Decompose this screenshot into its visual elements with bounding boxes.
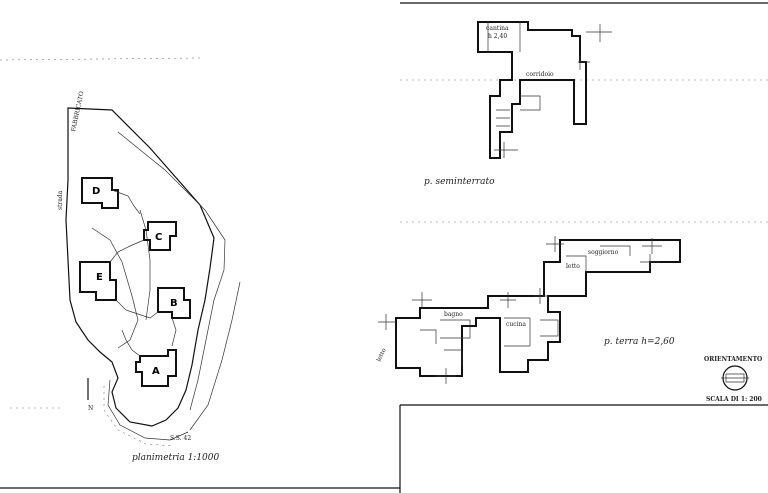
site-plan-caption: planimetria 1:1000 <box>132 453 220 463</box>
ground-plan-caption: p. terra h=2,60 <box>604 337 675 347</box>
building-b-label: B <box>170 298 178 309</box>
ground-room-bagno: bagno <box>444 311 463 318</box>
building-a: A <box>135 349 177 387</box>
legend: ORIENTAMENTO SCALA DI 1: 200 <box>704 356 762 403</box>
building-c: C <box>143 221 177 251</box>
building-b: B <box>157 287 191 319</box>
basement-plan: cantina h 2,40 corridoio p. seminterrato <box>424 21 612 187</box>
building-e-label: E <box>96 272 103 283</box>
ground-room-letto-2: letto <box>375 347 387 363</box>
north-arrow-label: N <box>88 405 93 412</box>
scale-label: SCALA DI 1: 200 <box>706 396 762 403</box>
basement-plan-caption: p. seminterrato <box>424 177 495 187</box>
ground-room-letto-1: letto <box>566 263 580 270</box>
ground-room-soggiorno: soggiorno <box>588 249 619 256</box>
basement-room-corridoio: corridoio <box>526 71 554 78</box>
road-bottom-label: S.S. 42 <box>170 435 191 442</box>
internal-road <box>91 227 139 349</box>
building-d-label: D <box>92 186 100 197</box>
building-e: E <box>79 261 117 301</box>
basement-room-cantina: cantina <box>486 25 509 32</box>
orientation-label: ORIENTAMENTO <box>704 356 762 363</box>
fabbricato-label: FABBRICATO <box>70 91 85 133</box>
ground-room-cucina: cucina <box>506 321 526 328</box>
road-curve <box>117 131 226 411</box>
site-plan: D C E B A FABBRICATO strada S.S. 4 <box>57 91 241 463</box>
lot-boundary <box>65 107 215 427</box>
compass-rose-icon <box>721 365 749 391</box>
road-bottom <box>107 379 189 441</box>
building-d: D <box>81 177 119 209</box>
ground-plan: soggiorno letto cucina bagno letto p. te… <box>375 236 681 384</box>
road-left-label: strada <box>57 190 64 210</box>
building-a-label: A <box>152 366 160 377</box>
basement-room-height: h 2,40 <box>488 33 507 40</box>
building-c-label: C <box>155 232 162 243</box>
